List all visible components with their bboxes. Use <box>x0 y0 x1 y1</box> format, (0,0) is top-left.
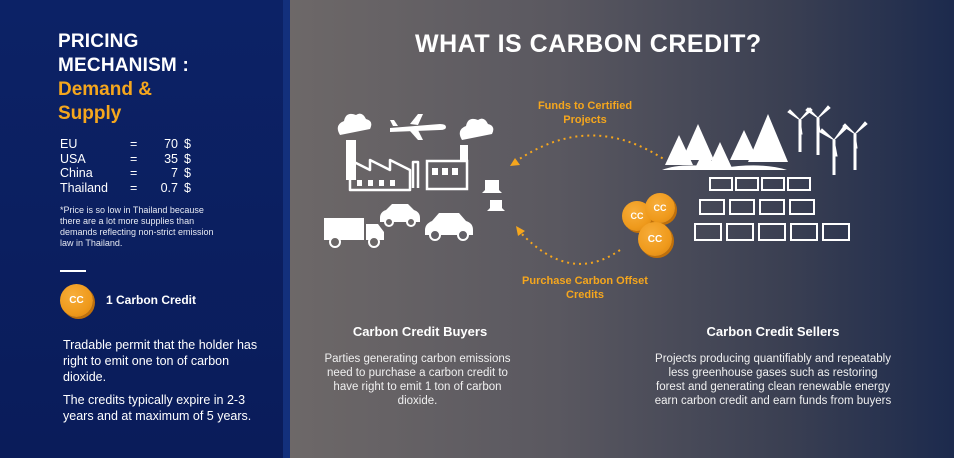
buyers-description: Parties generating carbon emissions need… <box>324 353 511 407</box>
price-row-thailand: Thailand = 0.7 $ <box>60 181 196 196</box>
sellers-title: Carbon Credit Sellers <box>706 324 840 339</box>
price-unit: $ <box>184 137 191 151</box>
price-value: 7 <box>171 166 178 180</box>
price-unit: $ <box>184 166 191 180</box>
pricing-panel: PRICING MECHANISM : Demand & Supply EU =… <box>0 0 290 458</box>
carbon-credit-coin-icon: CC <box>60 284 93 317</box>
smokestack-icon <box>459 118 494 161</box>
forest-icon <box>662 114 788 170</box>
price-table: EU = 70 $ USA = 35 $ China = 7 $ Thailan… <box>60 137 196 195</box>
price-unit: $ <box>184 151 191 166</box>
price-value: 70 <box>164 137 178 151</box>
equals-sign: = <box>130 137 138 151</box>
price-row-eu: EU = 70 $ <box>60 137 196 152</box>
credit-expiry-text: The credits typically expire in 2-3 year… <box>63 393 252 423</box>
divider <box>60 270 86 272</box>
funds-arrowhead-icon <box>510 158 520 166</box>
equals-sign: = <box>130 151 138 166</box>
equals-sign: = <box>130 166 138 180</box>
pricing-title-line2: MECHANISM : <box>58 55 189 76</box>
car-icon <box>380 204 473 241</box>
pricing-title: PRICING MECHANISM : <box>58 30 189 78</box>
country-name: Thailand <box>60 180 108 195</box>
price-footnote: *Price is so low in Thailand because the… <box>60 205 214 248</box>
panel-edge <box>283 0 290 458</box>
price-unit: $ <box>184 180 191 195</box>
pricing-title-line1: PRICING <box>58 31 139 52</box>
sellers-description: Projects producing quantifiably and repe… <box>654 353 892 407</box>
funds-label: Funds to Certified Projects <box>537 100 633 126</box>
country-name: EU <box>60 137 78 151</box>
main-title: WHAT IS CARBON CREDIT? <box>415 30 762 58</box>
factory-building-icon <box>425 159 469 191</box>
credit-description: Tradable permit that the holder has righ… <box>63 338 258 384</box>
factory-icon <box>337 113 420 192</box>
carbon-credit-label: 1 Carbon Credit <box>106 293 197 307</box>
pricing-subtitle-line1: Demand & <box>58 79 152 100</box>
tree-stump-icon <box>482 180 505 211</box>
equals-sign: = <box>130 180 138 195</box>
truck-icon <box>324 218 384 248</box>
airplane-icon <box>390 114 446 140</box>
wind-turbine-icon <box>787 105 868 175</box>
diagram-illustration <box>324 105 868 265</box>
purchase-arrowhead-icon <box>516 226 525 236</box>
funds-arrow <box>514 134 666 163</box>
country-name: USA <box>60 151 86 166</box>
price-row-usa: USA = 35 $ <box>60 152 196 167</box>
purchase-label: Purchase Carbon Offset Credits <box>522 275 648 301</box>
solar-panels-icon <box>694 177 850 241</box>
price-row-china: China = 7 $ <box>60 166 196 181</box>
country-name: China <box>60 166 93 180</box>
carbon-credit-diagram: WHAT IS CARBON CREDIT? <box>290 0 954 458</box>
price-value: 35 <box>164 151 178 166</box>
purchase-arrow <box>519 231 621 265</box>
cc-coin-icon: CC <box>645 193 675 223</box>
cc-coin-icon: CC <box>638 222 672 256</box>
pricing-subtitle: Demand & Supply <box>58 78 152 126</box>
buyers-title: Carbon Credit Buyers <box>352 324 488 339</box>
pricing-subtitle-line2: Supply <box>58 103 122 124</box>
price-value: 0.7 <box>160 180 178 195</box>
